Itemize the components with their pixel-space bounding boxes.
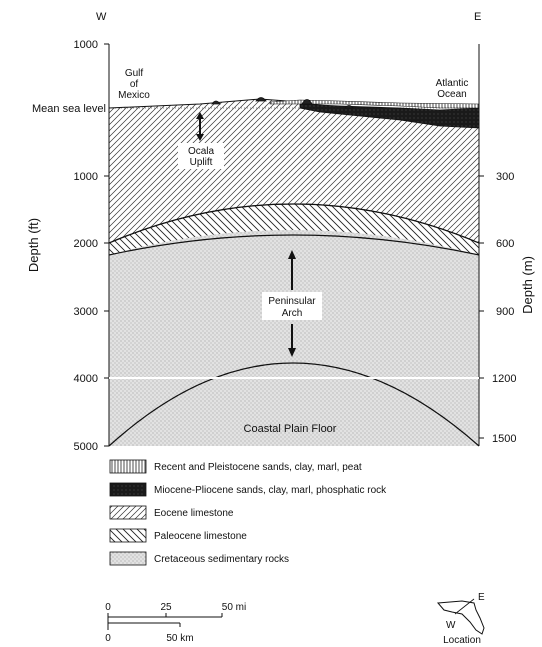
legend-swatch-eocene <box>109 505 147 520</box>
miocene-pliocene-layer <box>299 103 480 129</box>
peninsular-arch-annotation: Peninsular Arch <box>262 250 322 357</box>
right-axis-title: Depth (m) <box>520 256 535 314</box>
scale-bar: 0 25 50 mi 0 50 km <box>105 602 246 644</box>
svg-text:Peninsular: Peninsular <box>268 296 316 307</box>
left-axis-title: Depth (ft) <box>26 218 41 272</box>
svg-text:50 mi: 50 mi <box>222 602 246 613</box>
paleocene-top-line <box>108 203 480 244</box>
svg-text:0: 0 <box>105 633 111 644</box>
location-caption: Location <box>443 635 481 646</box>
legend: Recent and Pleistocene sands, clay, marl… <box>109 459 387 566</box>
cretaceous-top-line <box>108 234 480 256</box>
left-axis: 1000 1000 2000 3000 4000 5000 Mean sea l… <box>32 39 109 453</box>
right-tick-label: 600 <box>496 238 514 250</box>
legend-label: Miocene-Pliocene sands, clay, marl, phos… <box>154 485 387 496</box>
svg-text:Uplift: Uplift <box>190 157 213 168</box>
svg-text:50 km: 50 km <box>166 633 193 644</box>
right-tick-label: 1200 <box>492 373 516 385</box>
legend-swatch-cretaceous <box>109 551 147 566</box>
right-axis: 300 600 900 1200 1500 <box>479 171 516 445</box>
svg-text:Mexico: Mexico <box>118 90 150 101</box>
gulf-of-mexico-label: Gulf of Mexico <box>118 68 150 101</box>
svg-text:of: of <box>130 79 139 90</box>
sea-level-label: Mean sea level <box>32 103 106 115</box>
east-label: E <box>474 11 481 23</box>
west-label: W <box>96 11 107 23</box>
right-tick-label: 1500 <box>492 433 516 445</box>
ocala-uplift-annotation: Ocala Uplift <box>178 112 224 169</box>
svg-text:Atlantic: Atlantic <box>436 78 469 89</box>
svg-text:Gulf: Gulf <box>125 68 144 79</box>
right-tick-label: 900 <box>496 306 514 318</box>
legend-label: Eocene limestone <box>154 508 234 519</box>
coastal-plain-floor-label: Coastal Plain Floor <box>244 423 337 435</box>
left-tick-label: 2000 <box>74 238 98 250</box>
svg-text:Ocean: Ocean <box>437 89 466 100</box>
left-tick-label: 3000 <box>74 306 98 318</box>
cretaceous-layer <box>109 207 479 446</box>
legend-swatch-recent <box>109 459 147 474</box>
svg-text:Arch: Arch <box>282 308 303 319</box>
legend-swatch-miocene <box>109 482 147 497</box>
location-east: E <box>478 592 485 603</box>
left-tick-label: 1000 <box>74 171 98 183</box>
atlantic-ocean-label: Atlantic Ocean <box>436 78 469 100</box>
left-tick-label: 5000 <box>74 441 98 453</box>
legend-label: Recent and Pleistocene sands, clay, marl… <box>154 462 362 473</box>
left-tick-label: 4000 <box>74 373 98 385</box>
legend-label: Cretaceous sedimentary rocks <box>154 554 289 565</box>
stratigraphic-layers <box>108 97 480 447</box>
svg-text:Ocala: Ocala <box>188 146 215 157</box>
location-west: W <box>446 620 456 631</box>
legend-label: Paleocene limestone <box>154 531 247 542</box>
location-inset: W E Location <box>436 592 485 646</box>
surface-bumps <box>211 97 354 109</box>
florida-outline-icon <box>436 600 485 635</box>
svg-text:25: 25 <box>160 602 172 613</box>
left-tick-label: 1000 <box>74 39 98 51</box>
recent-pleistocene-layer <box>269 99 480 109</box>
coastal-plain-floor-region <box>108 362 480 447</box>
svg-text:0: 0 <box>105 602 111 613</box>
paleocene-band <box>109 204 479 255</box>
legend-swatch-paleocene <box>109 528 147 543</box>
right-tick-label: 300 <box>496 171 514 183</box>
